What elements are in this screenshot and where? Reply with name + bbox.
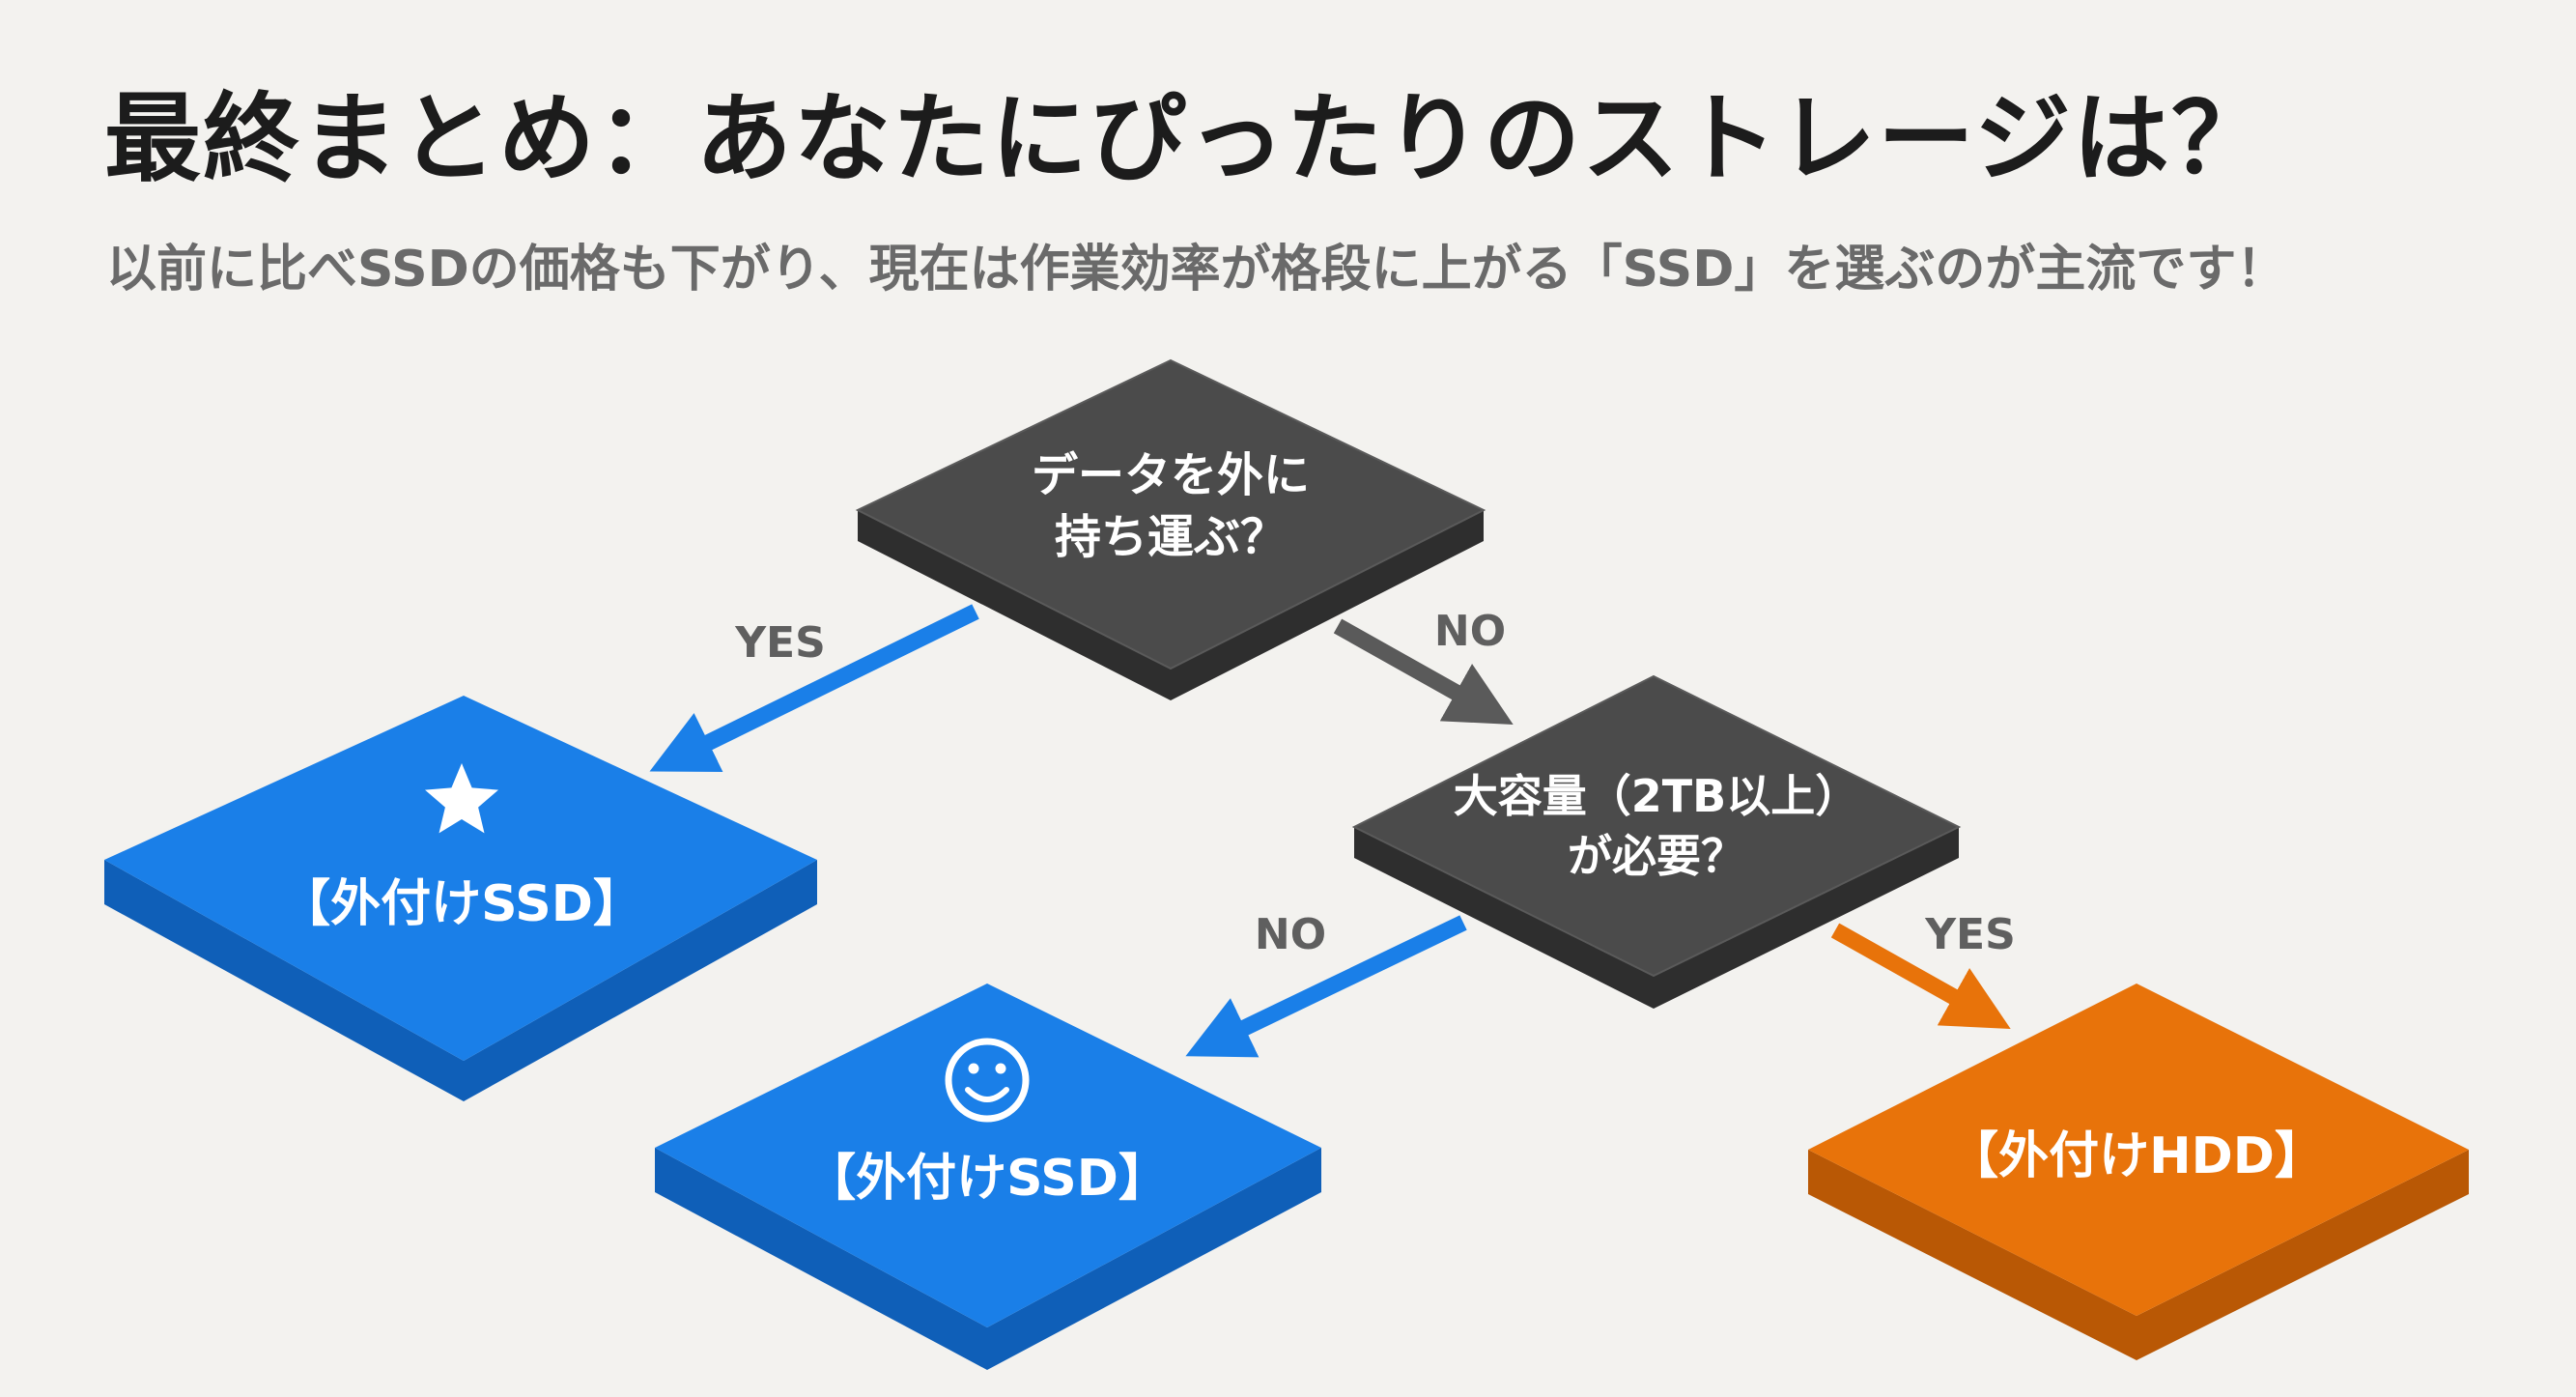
decision-carry-data: データを外に 持ち運ぶ？ — [855, 358, 1486, 700]
arrow-q1-yes — [649, 604, 979, 773]
decision-large-capacity-line1: 大容量（2TB以上） — [1454, 770, 1859, 822]
result-external-ssd-label: 【外付けSSD】 — [806, 1150, 1169, 1208]
page-title: 最終まとめ：あなたにぴったりのストレージは？ — [104, 82, 2270, 195]
edge-label-q1-yes: YES — [734, 618, 826, 668]
decision-carry-data-line2: 持ち運ぶ？ — [1055, 510, 1287, 564]
decision-large-capacity: 大容量（2TB以上） が必要？ — [1351, 674, 1962, 1009]
edge-label-q1-no: NO — [1434, 607, 1506, 656]
result-external-hdd-label: 【外付けHDD】 — [1948, 1127, 2325, 1185]
decision-carry-data-line1: データを外に — [1032, 448, 1310, 502]
result-external-ssd-portable: 【外付けSSD】 — [104, 696, 817, 1101]
edge-label-q2-yes: YES — [1924, 910, 2016, 959]
result-external-hdd: 【外付けHDD】 — [1808, 984, 2469, 1360]
arrow-q1-no — [1333, 618, 1514, 725]
decision-large-capacity-line2: が必要？ — [1568, 830, 1745, 882]
edge-label-q2-no: NO — [1255, 910, 1326, 959]
page-subtitle: 以前に比べSSDの価格も下がり、現在は作業効率が格段に上がる「SSD」を選ぶのが… — [106, 241, 2287, 299]
arrow-q2-yes — [1830, 923, 2011, 1029]
result-external-ssd-portable-label: 【外付けSSD】 — [280, 875, 643, 933]
arrow-q2-no — [1185, 915, 1467, 1058]
smiley-icon — [945, 1038, 1030, 1123]
star-icon — [425, 763, 498, 834]
result-external-ssd: 【外付けSSD】 — [655, 984, 1321, 1370]
